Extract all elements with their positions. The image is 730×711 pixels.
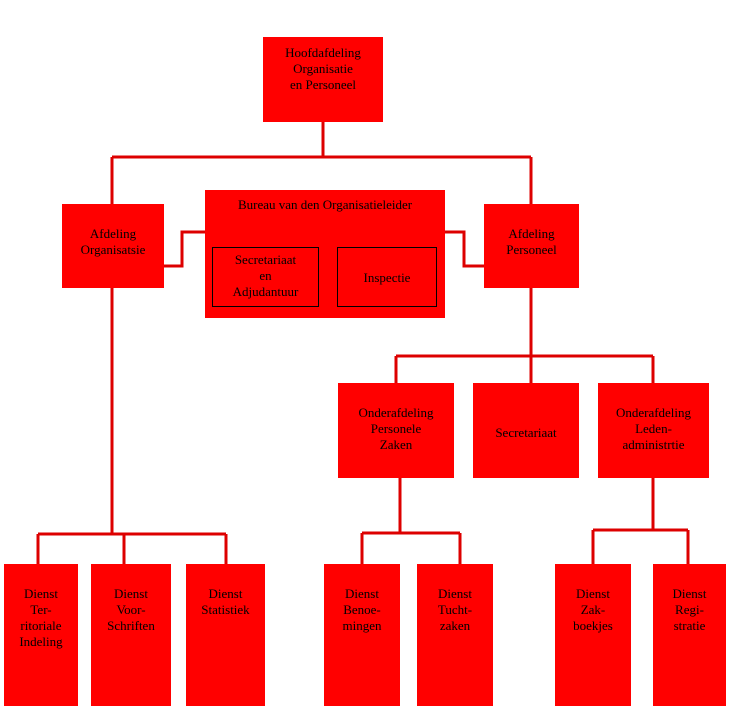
node-label: Dienst Voor- Schriften [107,586,155,633]
node-dienst-benoemingen: Dienst Benoe- mingen [324,564,400,706]
connector-bureau-left [164,230,205,268]
node-label: Dienst Zak- boekjes [573,586,613,633]
node-inspectie: Inspectie [337,247,437,307]
node-label: Dienst Statistiek [201,586,250,617]
node-onderafdeling-personele-zaken: Onderafdeling Personele Zaken [338,383,454,478]
node-afdeling-personeel: Afdeling Personeel [484,204,579,288]
node-hoofdafdeling: Hoofdafdeling Organisatie en Personeel [263,37,383,122]
node-dienst-zakboekjes: Dienst Zak- boekjes [555,564,631,706]
node-dienst-territoriale-indeling: Dienst Ter- ritoriale Indeling [4,564,78,706]
node-onderafdeling-ledenadministratie: Onderafdeling Leden- administrtie [598,383,709,478]
node-label: Secretariaat [495,425,557,440]
node-afdeling-organisatie: Afdeling Organisatsie [62,204,164,288]
node-bureau-organisatieleider: Bureau van den Organisatieleider Secreta… [205,190,445,318]
node-label: Onderafdeling Personele Zaken [358,405,434,452]
node-label: Dienst Tucht- zaken [437,586,473,633]
node-secretariaat: Secretariaat [473,383,579,478]
node-label: Dienst Regi- stratie [672,586,707,633]
node-dienst-voorschriften: Dienst Voor- Schriften [91,564,171,706]
connector-bureau-right [445,230,484,268]
node-secretariaat-adjudantuur: Secretariaat en Adjudantuur [212,247,319,307]
node-dienst-statistiek: Dienst Statistiek [186,564,265,706]
node-dienst-registratie: Dienst Regi- stratie [653,564,726,706]
node-label: Afdeling Organisatsie [80,226,146,257]
node-label: Hoofdafdeling Organisatie en Personeel [285,45,361,92]
node-label: Onderafdeling Leden- administrtie [615,405,692,452]
node-dienst-tuchtzaken: Dienst Tucht- zaken [417,564,493,706]
node-label: Dienst Benoe- mingen [342,586,382,633]
node-label: Dienst Ter- ritoriale Indeling [19,586,63,649]
node-label: Bureau van den Organisatieleider [237,197,413,212]
node-label: Afdeling Personeel [506,226,557,257]
